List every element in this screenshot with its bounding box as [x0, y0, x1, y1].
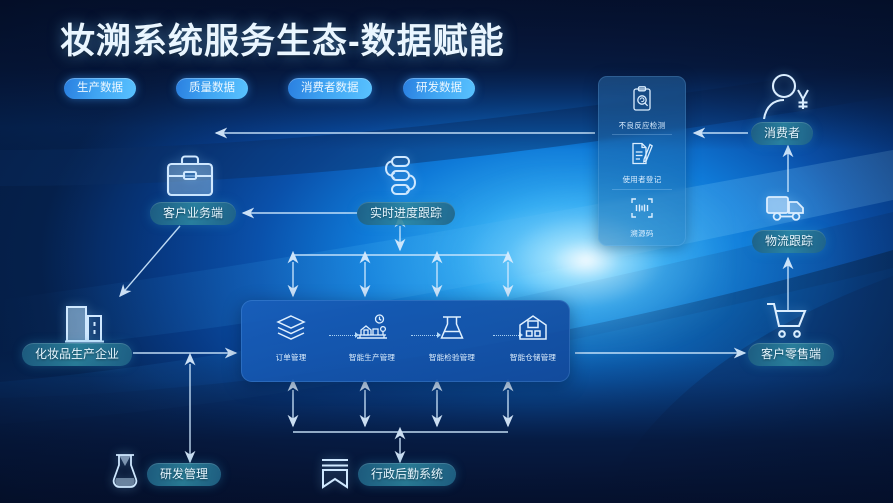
person-yuan-icon [756, 73, 818, 123]
node-consumer[interactable]: 消费者 [751, 122, 814, 145]
panel-item-trace-code[interactable]: 溯源码 [598, 196, 686, 239]
panel-divider-2 [612, 189, 672, 190]
node-rnd-management[interactable]: 研发管理 [147, 463, 222, 486]
node-realtime-tracking[interactable]: 实时进度跟踪 [357, 202, 456, 225]
card-item-label: 智能检验管理 [428, 353, 476, 362]
panel-item-user-registration[interactable]: 使用者登记 [598, 141, 686, 185]
layers-stack-icon [276, 314, 306, 347]
card-item-label: 订单管理 [275, 353, 307, 362]
tag-pill-rnd-data[interactable]: 研发数据 [403, 78, 475, 99]
flask-test-icon [438, 314, 466, 347]
flask-icon [110, 452, 140, 490]
document-pen-icon [630, 141, 654, 171]
card-item-label: 智能仓储管理 [509, 353, 557, 362]
traceability-panel: 不良反应检测 使用者登记 [598, 76, 686, 246]
panel-divider-1 [612, 134, 672, 135]
node-retail-client[interactable]: 客户零售端 [748, 343, 835, 366]
node-client-business[interactable]: 客户业务端 [150, 202, 237, 225]
panel-item-adverse-reaction[interactable]: 不良反应检测 [598, 86, 686, 131]
clipboard-search-icon [631, 86, 653, 117]
tag-pill-consumer-data[interactable]: 消费者数据 [288, 78, 372, 99]
briefcase-icon [164, 152, 216, 200]
factory-icon [63, 299, 107, 345]
smart-factory-icon [355, 314, 389, 347]
card-item-order-management[interactable]: 订单管理 [255, 314, 327, 363]
flow-arrow-2 [411, 331, 441, 339]
core-system-card: 订单管理 智能生产管理 [241, 300, 570, 382]
workflow-sync-icon [378, 153, 422, 199]
panel-item-label: 使用者登记 [622, 175, 662, 184]
warehouse-icon [518, 314, 548, 347]
banner-bookmark-icon [318, 456, 352, 490]
node-admin-logistics[interactable]: 行政后勤系统 [358, 463, 457, 486]
qr-scan-icon [630, 196, 654, 225]
shopping-cart-icon [765, 300, 811, 342]
flow-arrow-3 [493, 331, 523, 339]
card-item-smart-warehouse[interactable]: 智能仓储管理 [497, 314, 569, 363]
card-item-smart-inspection[interactable]: 智能检验管理 [416, 314, 488, 363]
tag-pill-production-data[interactable]: 生产数据 [64, 78, 136, 99]
panel-item-label: 溯源码 [630, 229, 654, 238]
node-logistics-tracking[interactable]: 物流跟踪 [752, 230, 827, 253]
tag-pill-quality-data[interactable]: 质量数据 [176, 78, 248, 99]
truck-icon [765, 192, 809, 224]
page-title: 妆溯系统服务生态-数据赋能 [60, 22, 505, 61]
panel-item-label: 不良反应检测 [618, 121, 666, 130]
card-item-label: 智能生产管理 [348, 353, 396, 362]
flow-arrow-1 [329, 331, 359, 339]
card-item-smart-production[interactable]: 智能生产管理 [336, 314, 408, 363]
node-cosmetic-factory[interactable]: 化妆品生产企业 [22, 343, 133, 366]
